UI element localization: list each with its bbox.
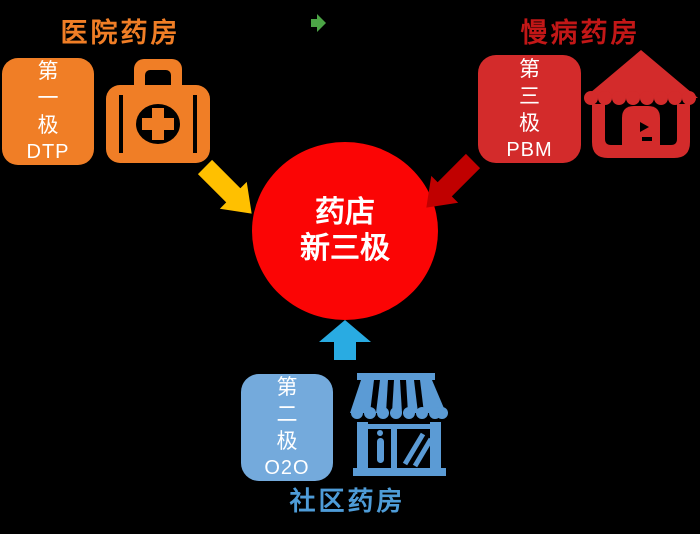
pole-char: 第 bbox=[519, 57, 540, 81]
first-aid-kit-icon bbox=[106, 59, 210, 163]
pole-box-pbm: 第 三 极 PBM bbox=[478, 55, 581, 163]
community-pharmacy-title: 社区药房 bbox=[289, 486, 406, 516]
green-arrow-icon bbox=[311, 14, 326, 32]
pole-char: 一 bbox=[37, 87, 59, 110]
pole-label-dtp: DTP bbox=[26, 141, 70, 163]
storefront-icon bbox=[350, 373, 448, 476]
pole-char: 第 bbox=[276, 376, 298, 399]
center-node-line1: 药店 bbox=[315, 196, 375, 229]
pole-box-o2o: 第 二 极 O2O bbox=[241, 374, 333, 481]
pole-char: 三 bbox=[519, 84, 540, 108]
center-node-line2: 新三极 bbox=[300, 232, 390, 265]
pole-char: 二 bbox=[276, 403, 298, 426]
center-node-pharmacy-three-poles: 药店 新三极 bbox=[252, 142, 438, 320]
pole-char: 极 bbox=[276, 430, 298, 453]
community-arrow-icon bbox=[319, 320, 371, 360]
pole-char: 第 bbox=[37, 60, 59, 83]
hospital-pharmacy-title: 医院药房 bbox=[60, 18, 181, 48]
pole-label-pbm: PBM bbox=[506, 138, 553, 161]
pole-box-dtp: 第 一 极 DTP bbox=[2, 58, 94, 165]
pharmacy-house-icon bbox=[584, 50, 698, 158]
chronic-pharmacy-title: 慢病药房 bbox=[520, 18, 641, 48]
pole-char: 极 bbox=[519, 111, 540, 135]
pole-label-o2o: O2O bbox=[264, 457, 310, 479]
pole-char: 极 bbox=[37, 114, 59, 137]
